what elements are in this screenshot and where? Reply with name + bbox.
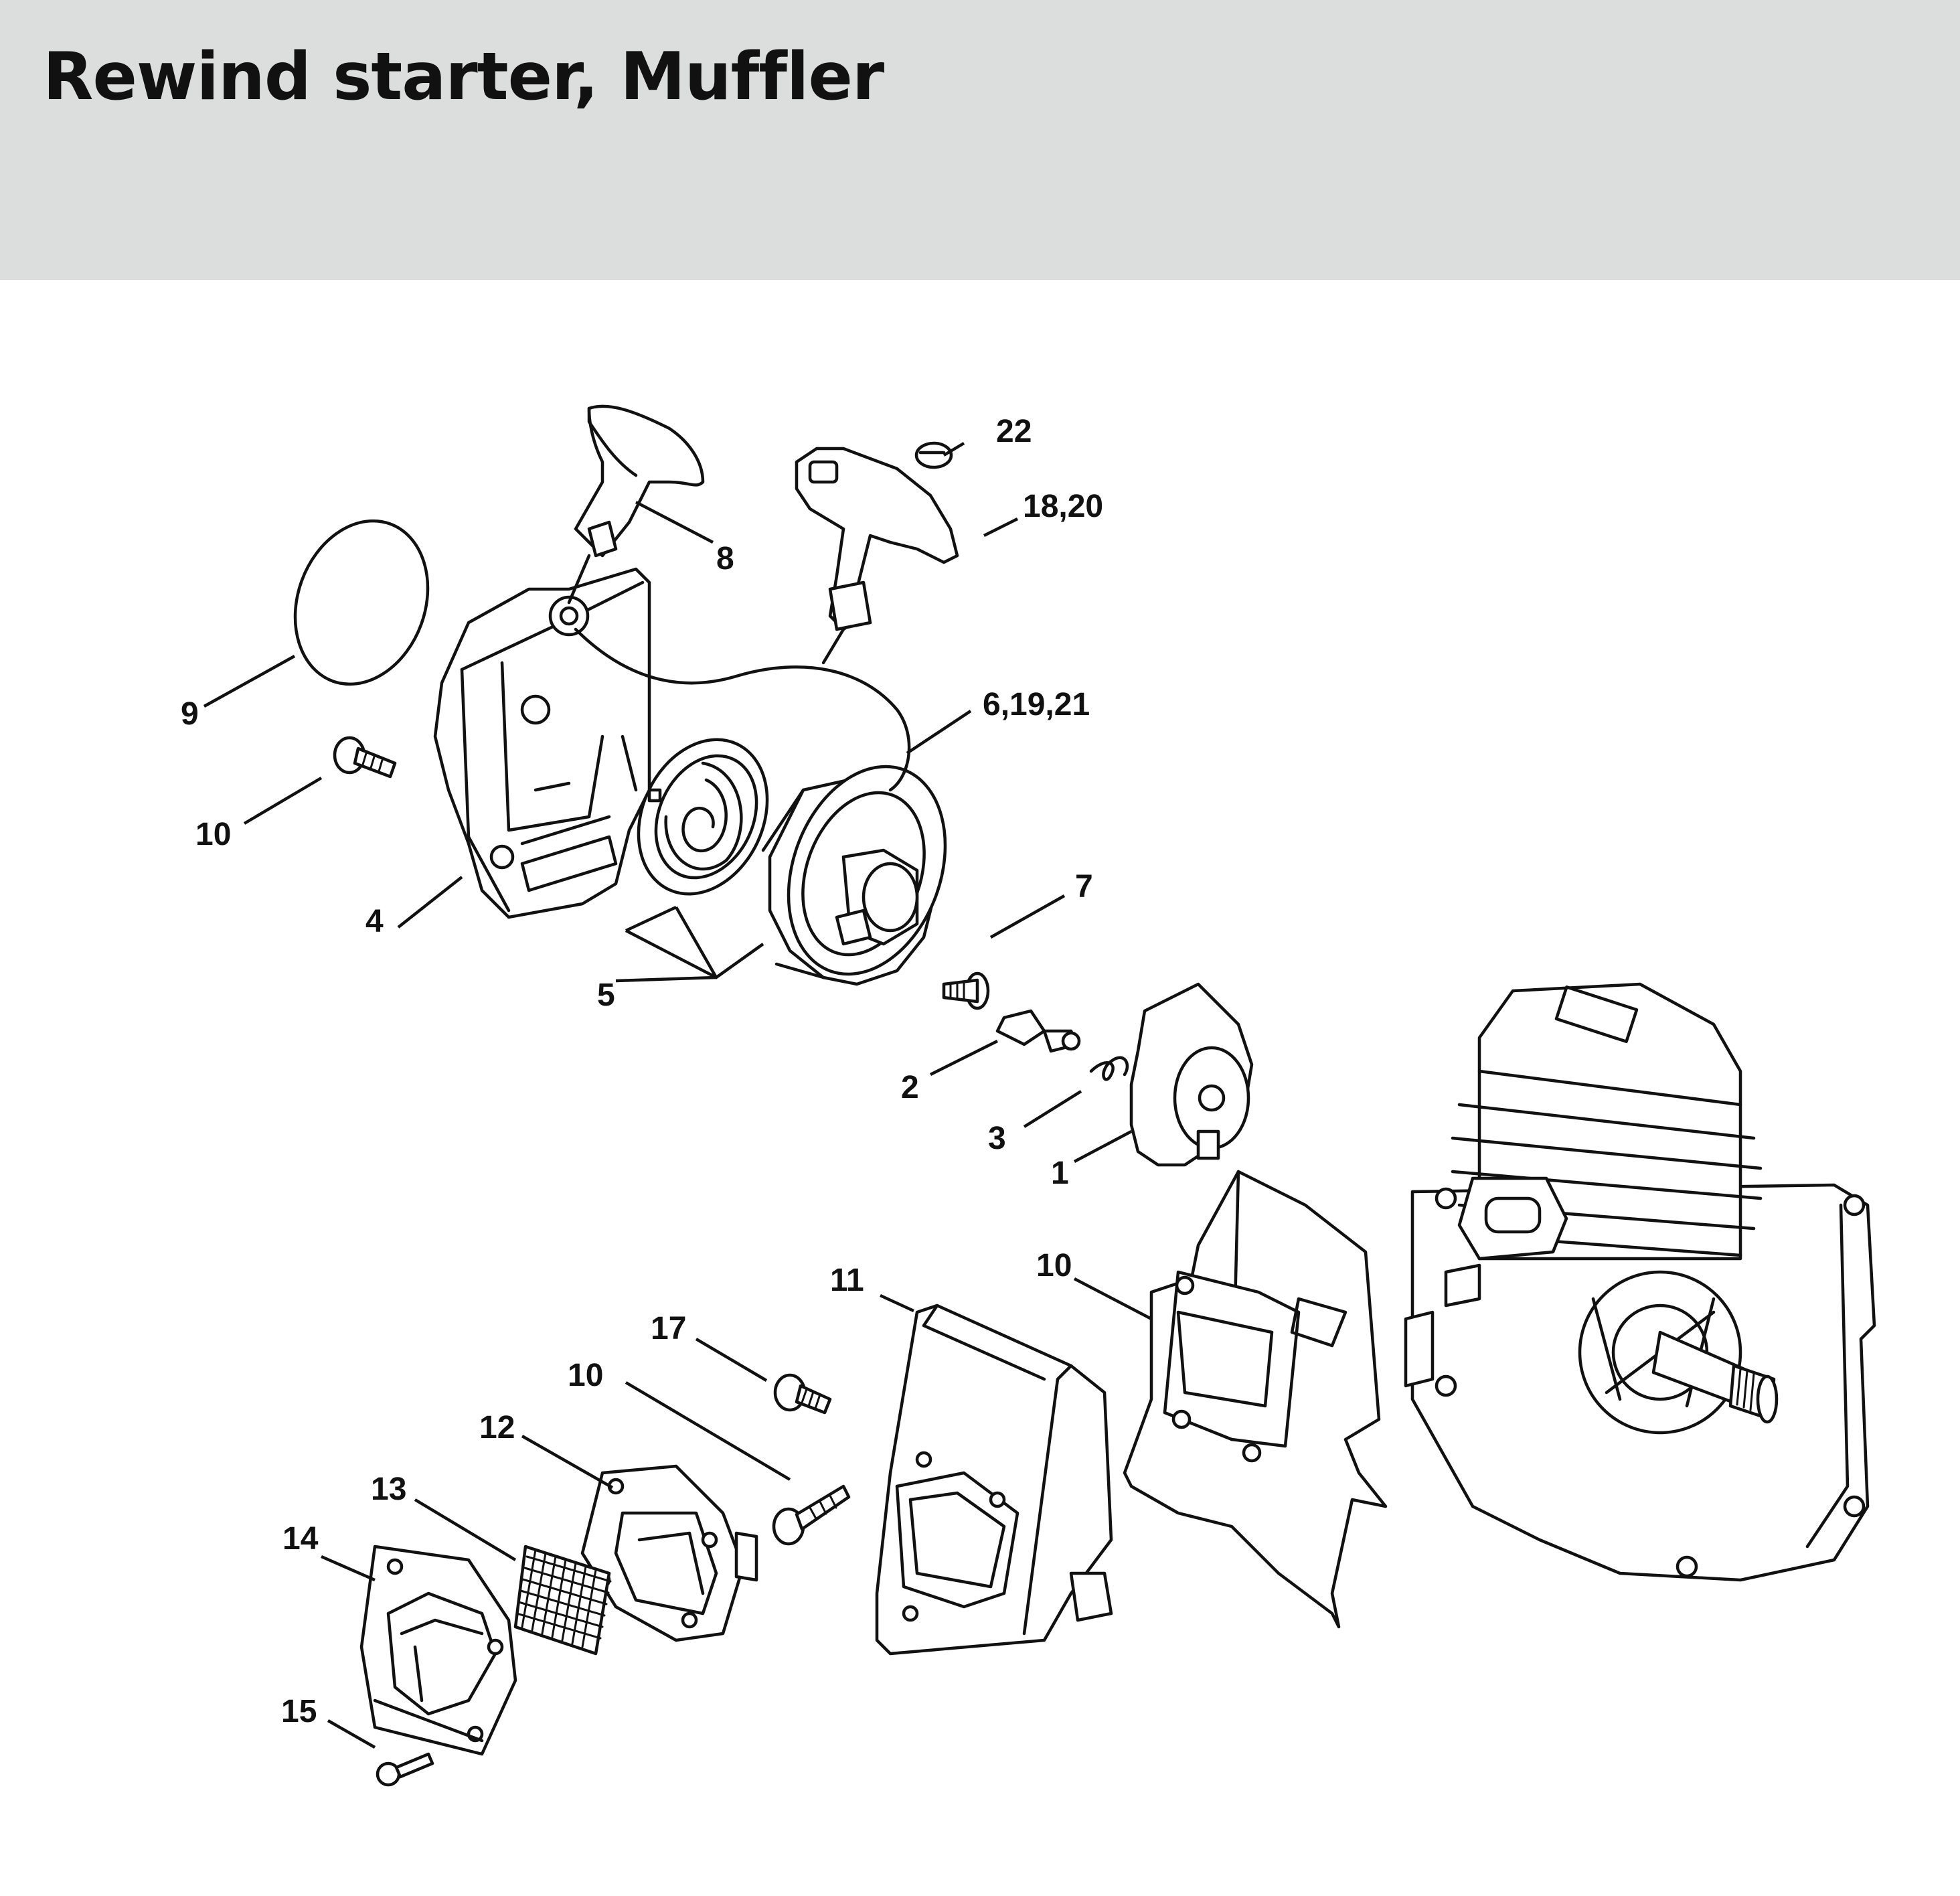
part-15-cover-plate bbox=[359, 1545, 517, 1756]
callout-11: 10 bbox=[1036, 1248, 1072, 1283]
callout-10-lower: 10 bbox=[568, 1358, 603, 1393]
callout-2: 2 bbox=[901, 1070, 919, 1105]
callout-14: 13 bbox=[371, 1472, 406, 1507]
callout-6-19-21: 6,19,21 bbox=[983, 687, 1090, 722]
callout-13: 12 bbox=[479, 1410, 515, 1445]
part-10-screw-upper bbox=[333, 736, 397, 779]
leader-lines bbox=[203, 442, 1153, 1749]
part-11-heat-shield bbox=[1123, 1170, 1388, 1629]
part-18-starter-grip bbox=[795, 447, 959, 665]
part-17-screw bbox=[773, 1373, 832, 1415]
callout-9: 9 bbox=[181, 696, 199, 732]
callout-16: 15 bbox=[281, 1694, 317, 1729]
part-1-carrier bbox=[1129, 982, 1254, 1167]
callout-17: 17 bbox=[651, 1311, 686, 1346]
header-band: Rewind starter, Muffler bbox=[0, 0, 1960, 280]
part-22-cap bbox=[914, 441, 953, 469]
callout-10-upper: 10 bbox=[195, 817, 231, 852]
callout-3: 3 bbox=[988, 1121, 1006, 1156]
callout-labels: 22 18,20 8 6,19,21 9 10 4 5 7 2 3 1 10 1… bbox=[181, 414, 1103, 1729]
callout-8: 8 bbox=[716, 541, 734, 576]
callout-5: 5 bbox=[597, 977, 615, 1013]
callout-12: 11 bbox=[830, 1263, 864, 1298]
part-6-rotor bbox=[761, 765, 947, 986]
callout-18-20: 18,20 bbox=[1023, 489, 1103, 524]
part-4-fan-housing bbox=[433, 567, 911, 919]
part-12-muffler bbox=[875, 1304, 1113, 1656]
page-title: Rewind starter, Muffler bbox=[43, 39, 884, 115]
callout-7: 7 bbox=[1075, 869, 1093, 904]
callout-15: 14 bbox=[282, 1521, 319, 1557]
part-16-screw bbox=[376, 1752, 434, 1787]
part-2-pawl bbox=[995, 1009, 1081, 1053]
part-13-flange bbox=[580, 1464, 758, 1642]
part-14-screen bbox=[513, 1545, 612, 1656]
part-3-spring bbox=[1089, 1056, 1129, 1081]
part-10-screw-lower bbox=[772, 1484, 851, 1546]
part-5-spring bbox=[637, 738, 769, 896]
part-7-screw bbox=[942, 971, 990, 1010]
engine-assembly bbox=[1404, 982, 1876, 1582]
callout-4: 4 bbox=[365, 904, 384, 939]
part-9-o-ring bbox=[293, 519, 430, 686]
callout-22: 22 bbox=[996, 414, 1032, 449]
callout-1: 1 bbox=[1051, 1156, 1069, 1191]
part-8-starter-grip bbox=[567, 404, 705, 605]
